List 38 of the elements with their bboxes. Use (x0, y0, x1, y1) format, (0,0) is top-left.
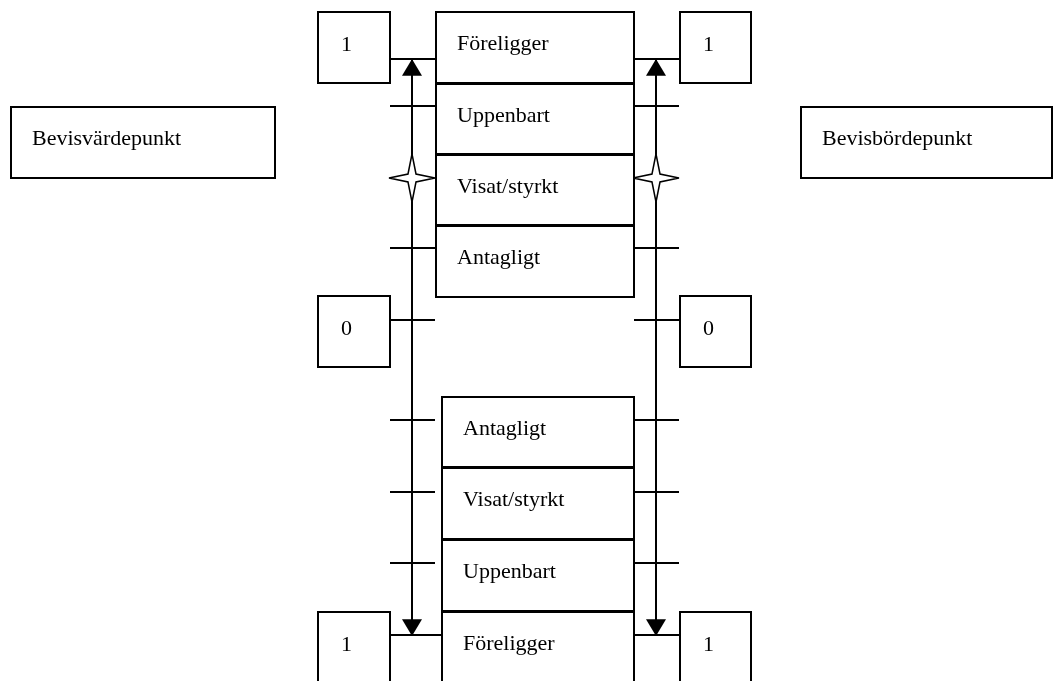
value-box (317, 611, 391, 681)
scale-box (441, 396, 635, 468)
scale-text: Antagligt (457, 244, 541, 270)
value-box (317, 295, 391, 368)
value-text: 0 (703, 315, 714, 341)
scale-box (435, 11, 635, 84)
label-box (800, 106, 1053, 179)
connector-line (634, 58, 680, 60)
scale-arrow (632, 58, 680, 637)
scale-text: Föreligger (457, 30, 549, 56)
scale-text: Uppenbart (457, 102, 550, 128)
value-text: 1 (703, 31, 714, 57)
scale-text: Föreligger (463, 630, 555, 656)
label-text: Bevisbördepunkt (822, 125, 973, 151)
connector-line (390, 58, 436, 60)
scale-box (441, 539, 635, 612)
scale-box (435, 225, 635, 298)
value-text: 1 (341, 631, 352, 657)
label-box (10, 106, 276, 179)
connector-line (634, 634, 680, 636)
value-text: 1 (703, 631, 714, 657)
value-text: 0 (341, 315, 352, 341)
label-text: Bevisvärdepunkt (32, 125, 182, 151)
value-box (679, 11, 752, 84)
scale-arrow (388, 58, 436, 637)
scale-text: Visat/styrkt (457, 173, 559, 199)
value-box (679, 611, 752, 681)
scale-box (435, 83, 635, 155)
connector-line (390, 634, 442, 636)
scale-text: Antagligt (463, 415, 547, 441)
scale-box (441, 467, 635, 540)
scale-text: Uppenbart (463, 558, 556, 584)
scale-text: Visat/styrkt (463, 486, 565, 512)
value-box (317, 11, 391, 84)
scale-box (435, 154, 635, 226)
scale-box (441, 611, 635, 681)
value-text: 1 (341, 31, 352, 57)
value-box (679, 295, 752, 368)
